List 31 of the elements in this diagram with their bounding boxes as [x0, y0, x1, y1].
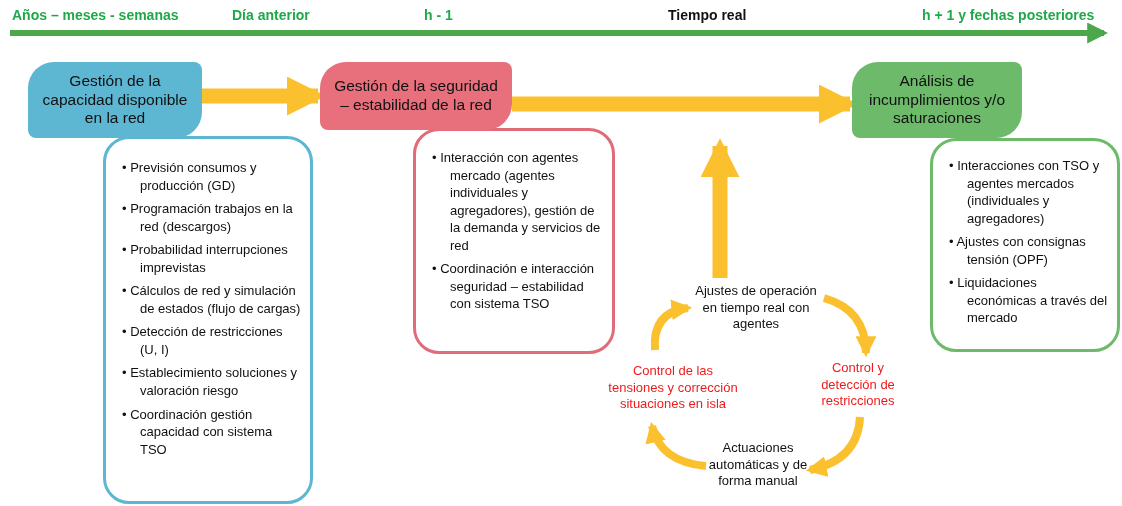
- bullet-item: • Establecimiento soluciones y valoración riesgo: [122, 364, 299, 400]
- bullet-item: • Detección de restricciones (U, I): [122, 323, 284, 359]
- bullet-item: • Coordinación gestión capacidad con sistema TSO: [122, 405, 274, 459]
- heading-box: Gestión de la seguridad – estabilidad de la red: [320, 62, 512, 130]
- cycle-step-text: Ajustes de operación en tiempo real con agentes: [690, 280, 822, 336]
- bullet-item: • Interacción con agentes mercado (agentes individuales y agregadores), gestión de la demanda y servicios de red: [432, 149, 602, 255]
- timeline-label: Día anterior: [232, 7, 310, 23]
- arrow: [700, 138, 740, 278]
- bullet-item: • Previsión consumos y producción (GD): [122, 159, 258, 195]
- heading-box: Análisis de incumplimientos y/o saturaciones: [852, 62, 1022, 138]
- bullet-list-box: [103, 136, 313, 504]
- arrow: [805, 416, 864, 477]
- bullet-item: • Liquidaciones económicas a través del mercado: [949, 274, 1109, 327]
- cycle-step-text: Control de las tensiones y corrección situaciones en isla: [608, 352, 738, 424]
- bullet-item: • Programación trabajos en la red (descargos): [122, 200, 294, 236]
- arrow: [822, 294, 876, 358]
- cycle-step-text: Control y detección de restricciones: [806, 355, 910, 415]
- bullet-list-box: [930, 138, 1120, 352]
- timeline-label: h + 1 y fechas posteriores: [922, 7, 1095, 23]
- heading-box: Gestión de la capacidad disponible en la red: [28, 62, 202, 138]
- bullet-item: • Coordinación e interacción seguridad – estabilidad con sistema TSO: [432, 260, 596, 313]
- bullet-list-box: [413, 128, 615, 354]
- cycle-step-text: Actuaciones automáticas y de forma manual: [708, 428, 808, 502]
- timeline-label: Tiempo real: [668, 7, 747, 23]
- bullet-item: • Probabilidad interrupciones imprevistas: [122, 241, 289, 277]
- bullet-item: • Cálculos de red y simulación de estados (flujo de cargas): [122, 282, 302, 318]
- bullet-item: • Interacciones con TSO y agentes mercados (individuales y agregadores): [949, 157, 1101, 228]
- timeline-label: Años – meses - semanas: [12, 7, 179, 23]
- bullet-item: • Ajustes con consignas tensión (OPF): [949, 233, 1087, 269]
- arrow: [646, 422, 707, 470]
- timeline-label: h - 1: [424, 7, 453, 23]
